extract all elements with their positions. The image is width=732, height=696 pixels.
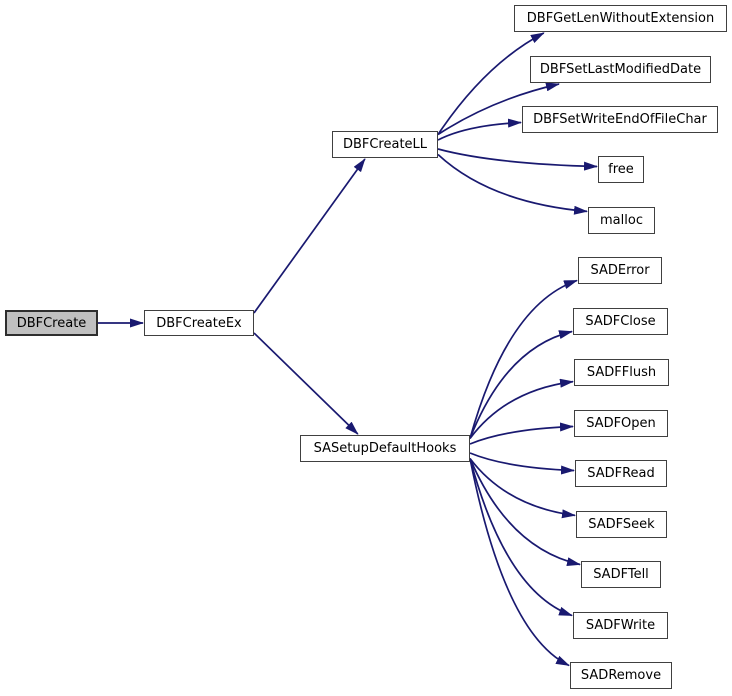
node-SADFFlush[interactable]: SADFFlush — [574, 359, 669, 386]
edge-DBFCreateEx-DBFCreateLL — [253, 158, 366, 314]
edge-SASetupDefaultHooks-SADRemove — [469, 458, 570, 667]
node-label: DBFSetLastModifiedDate — [539, 62, 702, 77]
edge-SASetupDefaultHooks-SADFWrite — [469, 458, 573, 617]
node-SADFOpen[interactable]: SADFOpen — [574, 410, 668, 437]
node-label: SADFRead — [587, 466, 655, 481]
node-label: free — [608, 162, 634, 177]
edge-DBFCreateEx-SASetupDefaultHooks — [253, 332, 359, 435]
edge-SASetupDefaultHooks-SADFRead — [469, 452, 575, 475]
node-malloc[interactable]: malloc — [588, 207, 655, 234]
node-SADFClose[interactable]: SADFClose — [573, 308, 668, 335]
node-label: SADFWrite — [585, 618, 656, 633]
node-SADFTell[interactable]: SADFTell — [581, 561, 661, 588]
node-label: SADRemove — [580, 668, 662, 683]
node-SASetupDefaultHooks[interactable]: SASetupDefaultHooks — [300, 435, 470, 462]
node-DBFSetWriteEndOfFileChar[interactable]: DBFSetWriteEndOfFileChar — [522, 106, 718, 133]
node-label: DBFCreateLL — [342, 137, 428, 152]
node-DBFGetLenWithoutExtension[interactable]: DBFGetLenWithoutExtension — [514, 5, 727, 32]
node-DBFSetLastModifiedDate[interactable]: DBFSetLastModifiedDate — [530, 56, 711, 83]
node-SADRemove[interactable]: SADRemove — [570, 662, 672, 689]
node-DBFCreate: DBFCreate — [5, 310, 98, 336]
node-label: SASetupDefaultHooks — [313, 441, 457, 456]
node-label: SADFOpen — [586, 416, 656, 431]
edge-SASetupDefaultHooks-SADFTell — [469, 458, 581, 567]
edge-DBFCreateLL-DBFSetLastModifiedDate — [437, 82, 560, 136]
node-SADFRead[interactable]: SADFRead — [575, 460, 667, 487]
node-label: SADFTell — [593, 567, 649, 582]
node-label: DBFCreate — [16, 315, 87, 331]
node-label: DBFGetLenWithoutExtension — [526, 11, 715, 26]
edge-SASetupDefaultHooks-SADError — [469, 279, 578, 439]
edge-SASetupDefaultHooks-SADFSeek — [469, 457, 576, 519]
node-label: SADFClose — [585, 314, 656, 329]
edge-SASetupDefaultHooks-SADFOpen — [469, 422, 574, 445]
node-DBFCreateLL[interactable]: DBFCreateLL — [332, 131, 438, 158]
node-label: DBFCreateEx — [156, 315, 242, 331]
node-SADError[interactable]: SADError — [578, 257, 662, 284]
node-SADFSeek[interactable]: SADFSeek — [576, 511, 667, 538]
edge-DBFCreateLL-free — [437, 148, 598, 171]
node-DBFCreateEx[interactable]: DBFCreateEx — [144, 310, 254, 336]
node-label: SADError — [590, 263, 650, 278]
edge-SASetupDefaultHooks-SADFClose — [469, 330, 573, 439]
edge-SASetupDefaultHooks-SADFFlush — [469, 378, 574, 440]
node-free[interactable]: free — [598, 156, 644, 183]
node-label: DBFSetWriteEndOfFileChar — [533, 112, 707, 127]
node-label: SADFSeek — [588, 517, 655, 532]
node-label: SADFFlush — [586, 365, 657, 380]
node-SADFWrite[interactable]: SADFWrite — [573, 612, 668, 639]
edge-DBFCreateLL-DBFSetWriteEndOfFileChar — [437, 118, 522, 141]
node-label: malloc — [600, 213, 643, 228]
edge-DBFCreateLL-malloc — [437, 153, 588, 215]
edge-DBFCreateLL-DBFGetLenWithoutExtension — [437, 32, 545, 135]
